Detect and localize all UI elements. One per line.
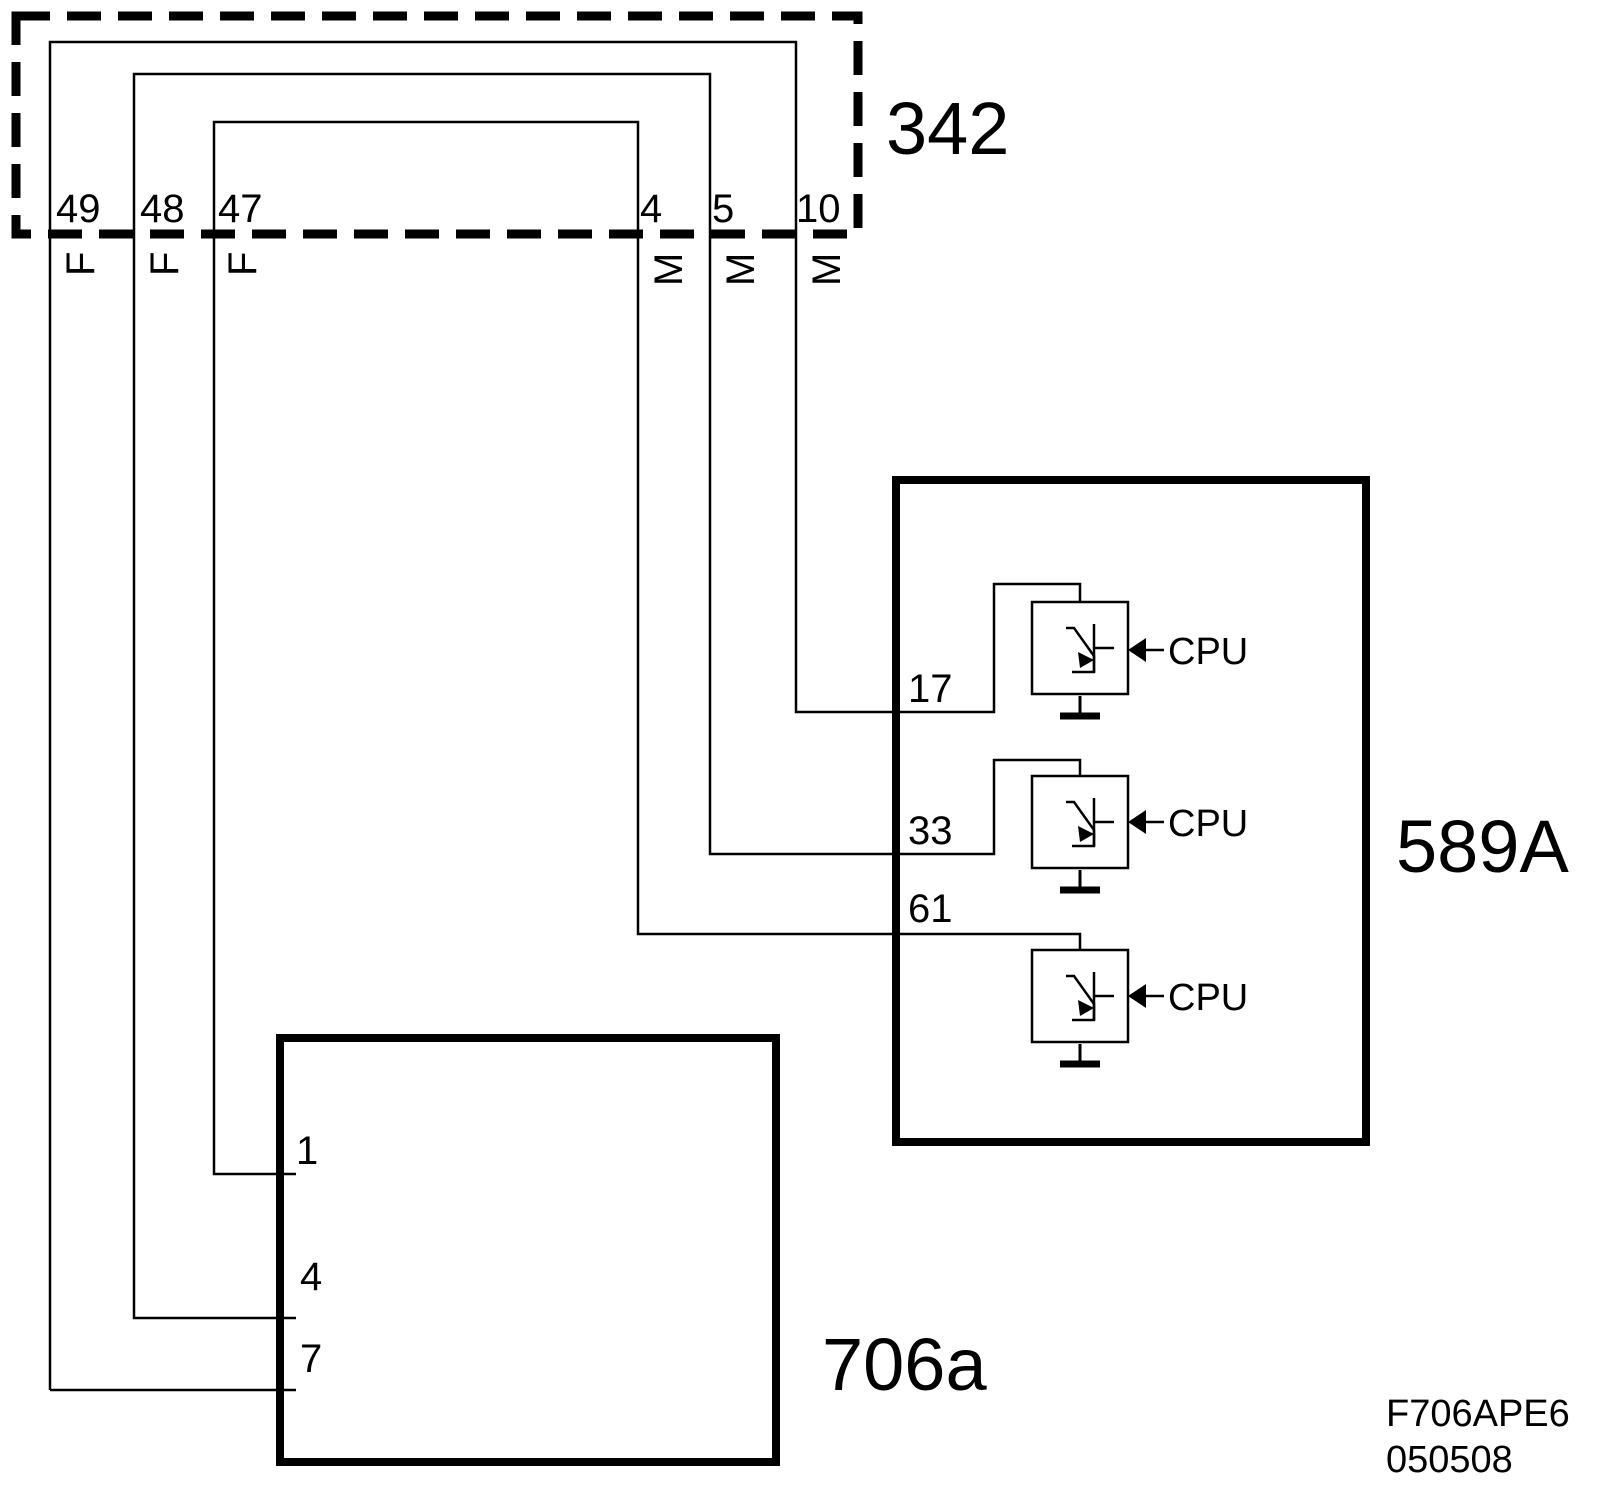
- connector-pin-10: 10: [796, 187, 841, 231]
- module-589a-label: 589A: [1396, 805, 1569, 888]
- connector-pin-48: 48: [140, 187, 185, 231]
- output-driver-2: [1030, 774, 1130, 894]
- connector-342-label: 342: [886, 87, 1009, 170]
- connector-pin-5: 5: [712, 187, 734, 231]
- cpu-label-2: CPU: [1168, 803, 1248, 845]
- connector-pin-48-gender: F: [143, 252, 187, 276]
- connector-pin-10-gender: M: [805, 253, 849, 286]
- internal-wire-61: [900, 932, 1082, 950]
- module-589a-pin-17: 17: [908, 667, 953, 711]
- connector-pin-4: 4: [640, 187, 662, 231]
- internal-wire-17: [900, 582, 1082, 714]
- output-driver-1: [1030, 600, 1130, 720]
- connector-pin-5-gender: M: [719, 253, 763, 286]
- output-driver-3: [1030, 948, 1130, 1068]
- internal-wire-33: [900, 758, 1082, 856]
- connector-pin-47: 47: [218, 187, 263, 231]
- connector-342-outline: [11, 11, 863, 239]
- reference-date: 050508: [1386, 1439, 1513, 1481]
- module-706a-pin-7: 7: [300, 1337, 322, 1381]
- module-706a-label: 706a: [822, 1323, 987, 1406]
- connector-pin-4-gender: M: [647, 253, 691, 286]
- module-706a-pin-4: 4: [300, 1255, 322, 1299]
- connector-pin-49-gender: F: [59, 252, 103, 276]
- wire-49-to-706a-7: [48, 40, 900, 1390]
- module-589a-pin-33: 33: [908, 809, 953, 853]
- connector-pin-49: 49: [56, 187, 101, 231]
- cpu-arrow-1: [1128, 638, 1164, 662]
- module-706a-pin-1: 1: [296, 1129, 318, 1173]
- cpu-label-1: CPU: [1168, 631, 1248, 673]
- wire-47-to-706a-1: [212, 120, 900, 1176]
- cpu-arrow-3: [1128, 984, 1164, 1008]
- wire-48-to-706a-4: [132, 72, 900, 1320]
- reference-code: F706APE6: [1386, 1393, 1570, 1435]
- module-589a-pin-61: 61: [908, 887, 953, 931]
- cpu-label-3: CPU: [1168, 977, 1248, 1019]
- module-706a-box: [276, 1034, 780, 1466]
- module-589a-box: [892, 476, 1370, 1146]
- connector-pin-47-gender: F: [221, 252, 265, 276]
- cpu-arrow-2: [1128, 810, 1164, 834]
